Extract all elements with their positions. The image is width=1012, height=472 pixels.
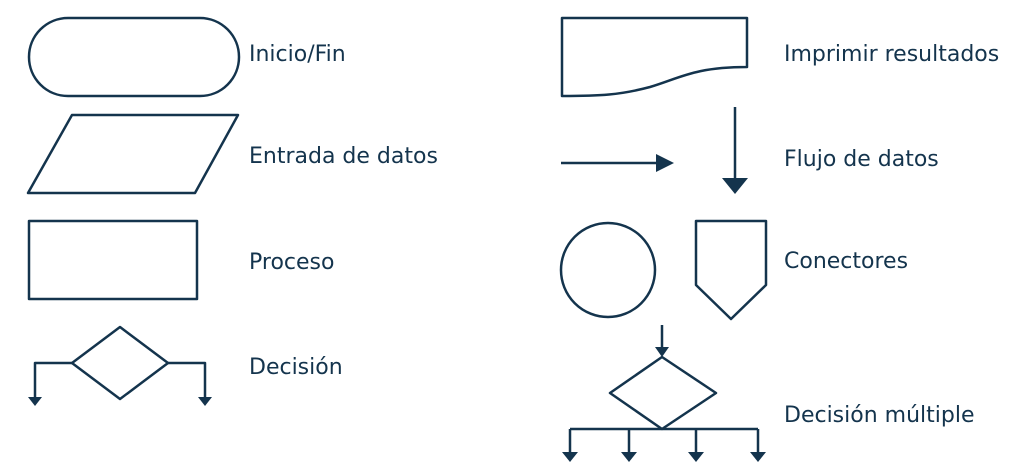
flow-label: Flujo de datos <box>784 147 939 172</box>
terminal-label: Inicio/Fin <box>249 42 346 67</box>
flow-arrows <box>561 107 748 194</box>
page-connector-symbol <box>559 221 657 319</box>
document-label: Imprimir resultados <box>784 42 1000 67</box>
input-label: Entrada de datos <box>249 144 438 169</box>
decision-symbol <box>28 325 212 406</box>
document-symbol <box>560 16 749 98</box>
terminal-symbol <box>27 16 241 98</box>
decision-label: Decisión <box>249 355 343 380</box>
input-symbol <box>26 113 240 195</box>
process-symbol <box>27 219 199 301</box>
process-label: Proceso <box>249 250 335 275</box>
multi-decision-symbol <box>562 325 766 462</box>
connectors-label: Conectores <box>784 249 909 274</box>
multi-decision-label: Decisión múltiple <box>784 403 975 428</box>
offpage-connector-symbol <box>694 219 768 321</box>
